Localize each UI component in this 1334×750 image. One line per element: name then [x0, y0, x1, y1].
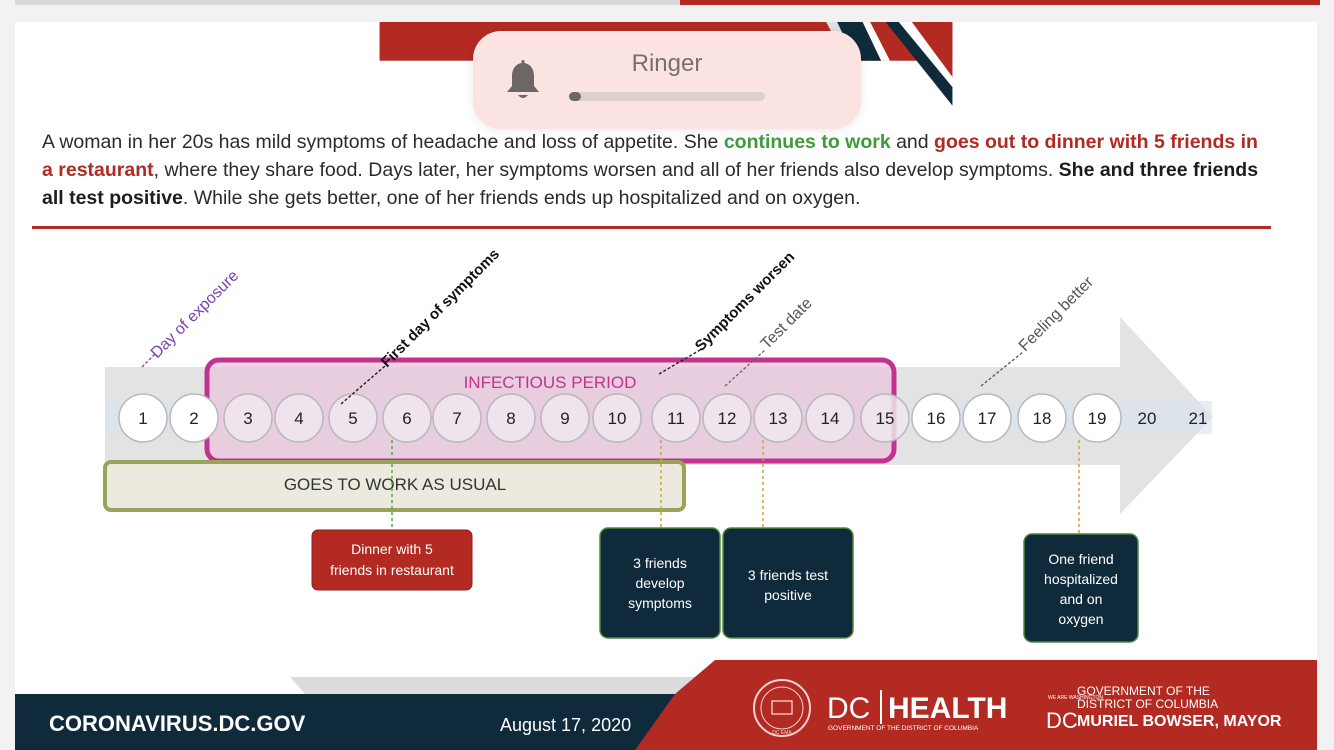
work-period-box [103, 460, 686, 512]
text-highlight-green: continues to work [723, 131, 891, 153]
event-develop: 3 friends develop symptoms [599, 527, 721, 639]
footer-website: CORONAVIRUS.DC.GOV [49, 711, 306, 736]
mayor-line: MURIEL BOWSER, MAYOR [1077, 713, 1282, 730]
hosp-line-1: One friend [1048, 551, 1113, 567]
ringer-volume-fill [569, 92, 581, 101]
dc-ema-seal: DC EMA [753, 679, 811, 737]
seal-lettering: DC EMA [772, 730, 792, 736]
day-circle [860, 393, 910, 443]
text-highlight-red: goes out to dinner with 5 friends in a r… [42, 131, 1258, 181]
day-number: 13 [769, 409, 788, 428]
day-circle [962, 393, 1012, 443]
we-are-washington: WE ARE WASHINGTON [1048, 695, 1103, 701]
day-number: 19 [1088, 409, 1107, 428]
develop-line-2: develop [635, 575, 684, 591]
dc-health-subtitle: GOVERNMENT OF THE DISTRICT OF COLUMBIA [828, 725, 979, 732]
test-date-label: Test date [758, 295, 816, 353]
dinner-line-2: friends in restaurant [330, 562, 454, 578]
slide-title: Case Study 1 [42, 46, 271, 87]
day-number: 16 [927, 409, 946, 428]
day-circle [1017, 393, 1067, 443]
day-circle [911, 393, 961, 443]
infectious-period-label: INFECTIOUS PERIOD [464, 373, 637, 392]
event-test: 3 friends test positive [722, 527, 854, 639]
day-circle [702, 393, 752, 443]
day-circle [592, 393, 642, 443]
day-number: 7 [452, 409, 461, 428]
dc-health-dc: DC [827, 692, 870, 725]
day-circle [753, 393, 803, 443]
day-number: 10 [608, 409, 627, 428]
day-number: 20 [1138, 409, 1157, 428]
ringer-label: Ringer [631, 50, 703, 77]
gov-dc-letters: DC [1046, 708, 1078, 733]
day-circle [382, 393, 432, 443]
text-segment: and [890, 131, 935, 153]
day-number: 5 [348, 409, 357, 428]
develop-line-3: symptoms [628, 595, 692, 611]
day-number: 15 [876, 409, 895, 428]
day-number: 3 [243, 409, 252, 428]
text-highlight-bold: She and three friends all test positive [42, 159, 1259, 209]
develop-line-1: 3 friends [633, 555, 687, 571]
footer-red-block [635, 660, 1317, 750]
event-dinner: Dinner with 5 friends in restaurant [311, 529, 473, 591]
day-circle [805, 393, 855, 443]
day-number: 18 [1033, 409, 1052, 428]
dinner-line-1: Dinner with 5 [351, 541, 433, 557]
hosp-line-4: oxygen [1058, 611, 1103, 627]
bell-icon [507, 60, 539, 98]
footer-date: August 17, 2020 [500, 715, 631, 735]
event-hospitalized: One friend hospitalized and on oxygen [1023, 533, 1139, 643]
day-number: 4 [294, 409, 303, 428]
day-circle [432, 393, 482, 443]
day-of-exposure-label: Day of exposure [148, 267, 242, 361]
day-circle [274, 393, 324, 443]
test-line-1: 3 friends test [748, 567, 828, 583]
slide: Case Study 1 9 A woman in her 20s has mi… [15, 22, 1317, 750]
day-number: 6 [402, 409, 411, 428]
gov-line-2: DISTRICT OF COLUMBIA [1077, 697, 1218, 711]
hosp-line-3: and on [1060, 591, 1103, 607]
section-divider [32, 226, 1271, 229]
previous-slide-gray-bar [15, 0, 685, 5]
day-circle [540, 393, 590, 443]
day-number: 21 [1189, 409, 1208, 428]
day-circle [223, 393, 273, 443]
timeline-diagram: INFECTIOUS PERIOD GOES TO WORK AS USUAL … [15, 246, 1317, 750]
text-segment: . While she gets better, one of her frie… [182, 187, 861, 209]
text-segment: , where they share food. Days later, her… [153, 159, 1059, 181]
day-number: 14 [821, 409, 840, 428]
day-number: 1 [138, 409, 147, 428]
day-number: 12 [718, 409, 737, 428]
ringer-volume-track[interactable] [569, 92, 765, 101]
work-period-label: GOES TO WORK AS USUAL [284, 475, 506, 494]
case-description: A woman in her 20s has mild symptoms of … [42, 128, 1272, 212]
first-day-symptoms-label: First day of symptoms [378, 246, 503, 371]
previous-slide-red-bar [680, 0, 1320, 5]
day-number: 17 [978, 409, 997, 428]
day-circle [486, 393, 536, 443]
hosp-line-2: hospitalized [1044, 571, 1118, 587]
feeling-better-label: Feeling better [1016, 273, 1098, 355]
annotation-exposure: Day of exposure [141, 267, 242, 368]
day-number: 11 [667, 409, 685, 428]
dc-health-divider [880, 690, 882, 724]
day-circle [118, 393, 168, 443]
day-number: 2 [189, 409, 198, 428]
test-line-2: positive [764, 587, 812, 603]
day-number: 8 [506, 409, 515, 428]
slide-number: 9 [1272, 36, 1287, 66]
previous-slide-edge [0, 0, 1334, 16]
annotation-worsen: Symptoms worsen [658, 248, 798, 375]
day-circle [169, 393, 219, 443]
dc-health-health: HEALTH [888, 692, 1007, 725]
day-circle [1072, 393, 1122, 443]
ringer-volume-hud: Ringer [473, 31, 861, 129]
day-number: 9 [560, 409, 569, 428]
gov-line-1: GOVERNMENT OF THE [1077, 684, 1210, 698]
day-circle [651, 393, 701, 443]
text-segment: A woman in her 20s has mild symptoms of … [42, 131, 724, 153]
